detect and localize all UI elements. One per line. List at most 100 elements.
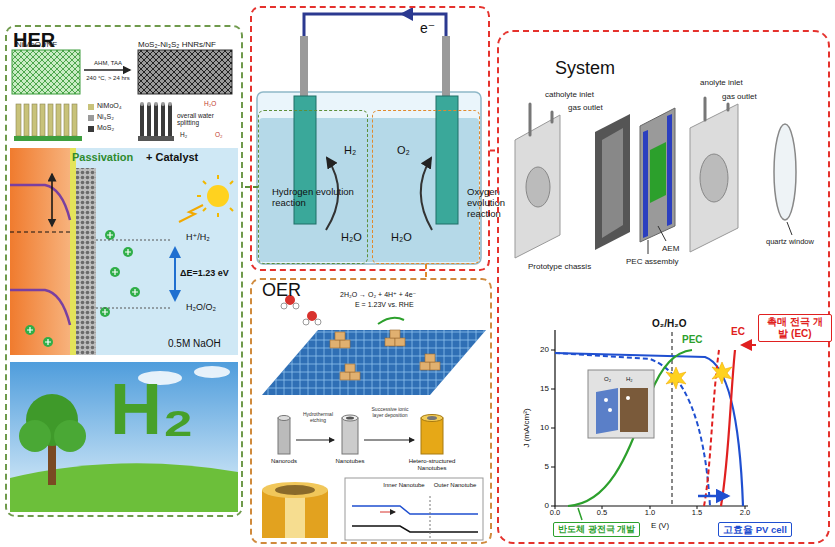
synthesis-scheme-part-part — [140, 102, 144, 106]
text-label: 0 — [519, 501, 549, 510]
callout-box: 반도체 광전극 개발 — [553, 522, 640, 537]
jv-chart — [551, 330, 756, 520]
synthesis-scheme — [12, 50, 232, 141]
oer-catalyst-part-part — [385, 338, 395, 346]
band-diagram-part — [10, 232, 70, 233]
oer-catalyst-part — [427, 416, 437, 420]
text-label: Hetero-structured Nanotubes — [400, 458, 464, 472]
text-label: 20 — [519, 345, 549, 354]
pec-cell-exploded-part — [787, 222, 792, 235]
oer-catalyst-part-part — [340, 372, 350, 380]
text-label: 0.0 — [550, 509, 560, 518]
legend-text: Ni₃S₂ — [97, 113, 114, 121]
pec-cell-exploded-part — [667, 114, 672, 226]
synthesis-scheme-part-part — [16, 104, 21, 136]
pec-cell-exploded-part — [529, 104, 532, 135]
oxygen-electrode-box: Oxygen evolution reactionO₂H₂O — [372, 110, 480, 264]
oer-catalyst-part — [303, 319, 309, 325]
band-diagram-part — [76, 168, 96, 355]
text-label: 15 — [519, 384, 549, 393]
synthesis-scheme-part-part — [48, 104, 53, 136]
text-label: 1.5 — [692, 509, 702, 518]
band-diagram-part — [25, 230, 140, 347]
jv-chart-part — [568, 350, 692, 506]
electrolysis-cell-part — [421, 158, 432, 230]
callout-text: 촉매 전극 개발 (EC) — [763, 316, 827, 340]
box-text: O₂ — [397, 144, 410, 157]
pec-cell-exploded-part — [700, 154, 728, 202]
text-label: 10 — [519, 423, 549, 432]
box-title: Oxygen evolution reaction — [467, 187, 505, 220]
hydrogen-electrode-box: Hydrogen evolution reactionH₂H₂O — [258, 110, 368, 264]
oer-catalyst-part — [345, 478, 483, 540]
hydrogen-landscape-part — [54, 420, 86, 452]
oer-catalyst-part — [278, 416, 290, 421]
oer-catalyst-part — [285, 492, 305, 538]
oer-catalyst-part — [278, 418, 290, 454]
text-label: NiMoO₄/NF — [16, 40, 57, 49]
pec-cell-exploded-part — [648, 240, 649, 254]
band-diagram-part — [197, 175, 235, 217]
text-label: PEC — [682, 334, 703, 346]
oer-catalyst-part — [421, 415, 443, 422]
text-label: Inner Nanotube — [383, 482, 424, 489]
text-label: AHM, TAA — [94, 60, 122, 67]
pec-cell-exploded-part — [774, 124, 796, 220]
text-label: 2H₂O → O₂ + 4H⁺ + 4e⁻ — [340, 291, 416, 299]
jv-chart-part — [588, 370, 654, 438]
text-label: H₂ — [110, 368, 194, 451]
legend-swatch — [88, 104, 94, 110]
oer-catalyst-part — [352, 526, 478, 532]
text-label: + Catalyst — [146, 151, 198, 164]
synthesis-scheme-part-part — [154, 104, 158, 136]
hydrogen-landscape-part — [48, 440, 56, 485]
legend-text: MoS₂ — [97, 124, 114, 132]
oer-catalyst-part-part — [390, 330, 400, 338]
oer-catalyst-part-part — [395, 338, 405, 346]
dashed-connector — [425, 264, 427, 278]
jv-chart-part — [555, 353, 743, 506]
synthesis-scheme-part-part — [32, 104, 37, 136]
text-label: E (V) — [651, 521, 669, 530]
jv-chart-part — [596, 388, 618, 434]
oer-catalyst-part-part — [430, 362, 440, 370]
electrolysis-cell-part — [400, 7, 413, 21]
synthesis-scheme-part-part — [72, 104, 77, 136]
jv-chart-part — [551, 350, 745, 509]
text-label: quartz window — [766, 238, 814, 247]
text-label: AEM — [662, 244, 679, 253]
callout-text: 고효율 PV cell — [723, 524, 787, 535]
callout-box: 촉매 전극 개발 (EC) — [758, 314, 832, 342]
band-diagram-part — [76, 168, 96, 355]
oer-catalyst-part — [296, 440, 334, 441]
oer-catalyst-part — [342, 415, 358, 421]
pec-cell-exploded-part — [515, 115, 560, 258]
oer-catalyst-part — [342, 418, 358, 454]
jv-chart-part — [626, 396, 630, 400]
callout-text: 반도체 광전극 개발 — [558, 524, 635, 535]
synthesis-scheme-part — [138, 136, 174, 141]
synthesis-scheme-part-part — [168, 102, 172, 106]
band-diagram-part — [51, 174, 53, 226]
hydrogen-landscape-part — [10, 362, 238, 512]
synthesis-scheme-part — [16, 104, 77, 136]
pec-cell-exploded-part — [595, 114, 630, 250]
box-title: OER — [262, 280, 301, 301]
synthesis-scheme-part — [12, 50, 80, 94]
text-label: H₂ — [180, 131, 187, 138]
box-text: H₂ — [344, 144, 356, 157]
synthesis-scheme-part — [140, 104, 172, 136]
text-label: 240 °C, > 24 hrs — [86, 75, 130, 82]
synthesis-scheme-part — [138, 50, 232, 94]
text-label: Hydrothermal etching — [298, 412, 338, 424]
text-label: ΔE=1.23 eV — [180, 268, 229, 278]
synthesis-scheme-part-part — [140, 104, 144, 136]
jv-chart-part — [578, 508, 582, 520]
text-label: 0.5M NaOH — [168, 338, 221, 350]
jv-chart-part — [608, 408, 612, 412]
synthesis-scheme-part-part — [24, 104, 29, 136]
oer-catalyst-part — [364, 440, 414, 441]
synthesis-scheme-part-part — [64, 104, 69, 136]
oer-catalyst — [262, 295, 486, 540]
box-title: System — [555, 58, 615, 79]
